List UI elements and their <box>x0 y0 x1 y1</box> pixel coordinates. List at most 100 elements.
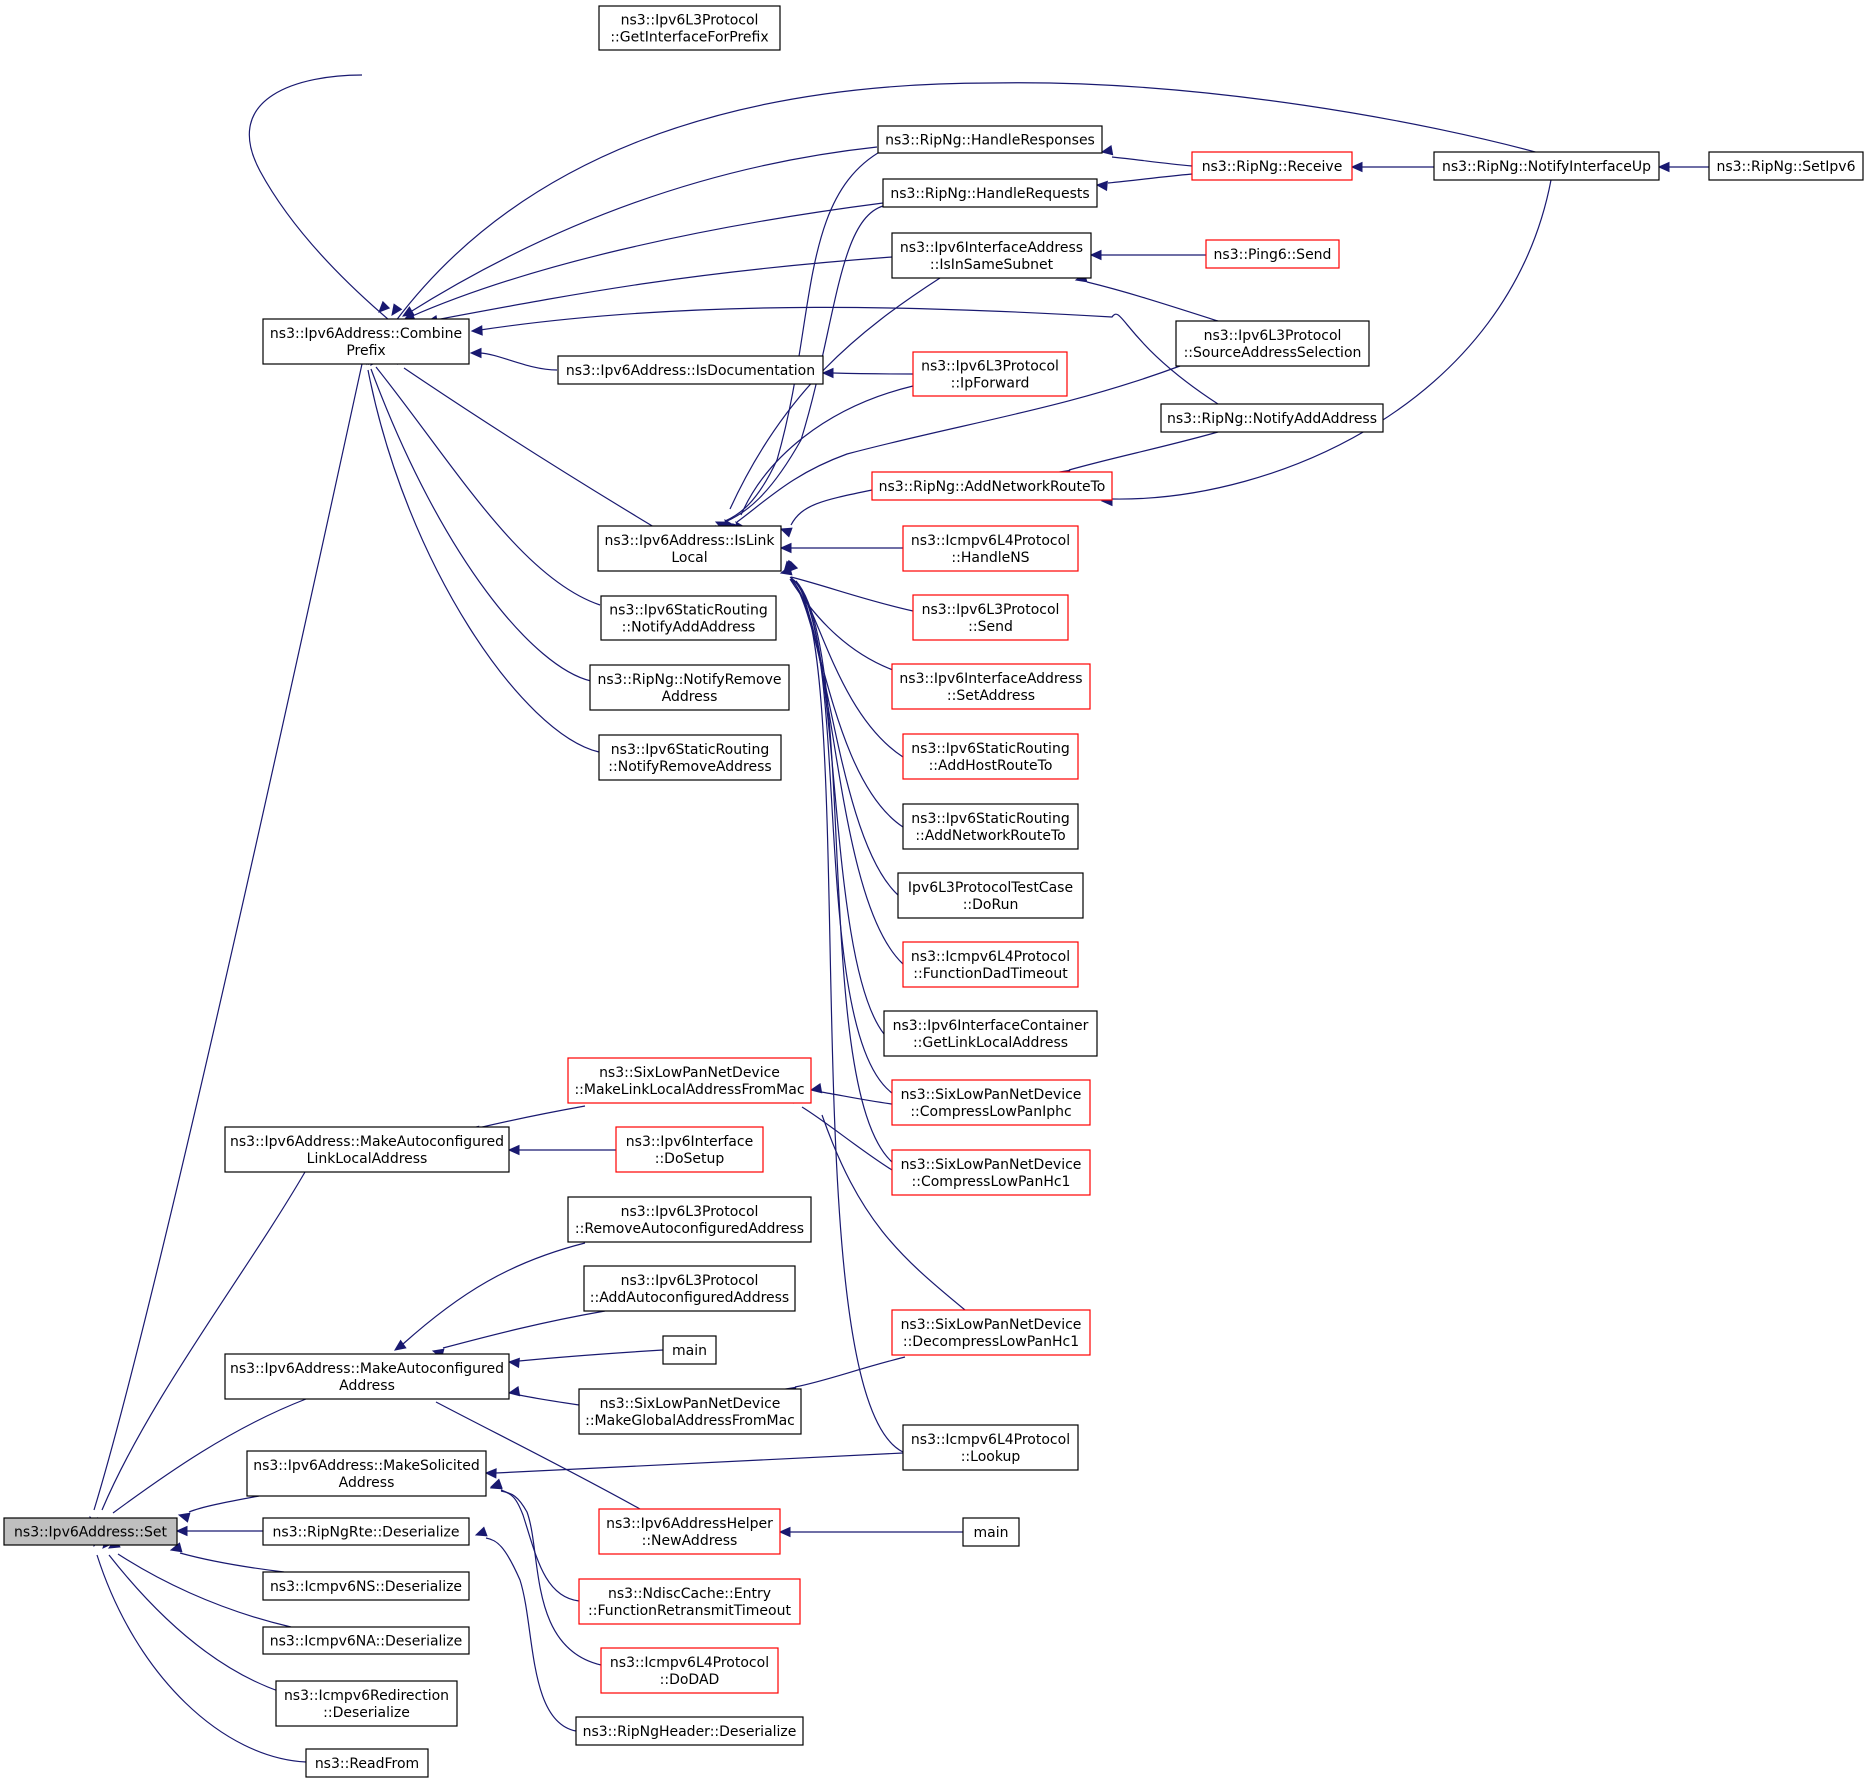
node-label: ns3::Icmpv6L4Protocol <box>911 1432 1070 1448</box>
node-label: ::NotifyAddAddress <box>622 620 756 636</box>
node-label: ns3::Ipv6StaticRouting <box>609 603 767 619</box>
call-edge <box>500 1489 580 1602</box>
node-box <box>902 525 1079 572</box>
node-decompress-hc1[interactable]: ns3::SixLowPanNetDevice::DecompressLowPa… <box>891 1309 1091 1356</box>
call-edge <box>729 277 941 510</box>
node-is-in-same-subnet[interactable]: ns3::Ipv6InterfaceAddress::IsInSameSubne… <box>891 232 1092 279</box>
edge-arrowhead <box>474 1526 488 1537</box>
node-label: ns3::Ipv6L3Protocol <box>921 359 1059 375</box>
node-test-do-run[interactable]: Ipv6L3ProtocolTestCase::DoRun <box>897 872 1084 919</box>
node-box <box>598 1508 781 1555</box>
call-edge <box>795 580 904 1453</box>
call-edge <box>93 363 363 1511</box>
node-handle-n-s[interactable]: ns3::Icmpv6L4Protocol::HandleNS <box>902 525 1079 572</box>
node-src-addr-sel[interactable]: ns3::Ipv6L3Protocol::SourceAddressSelect… <box>1175 320 1370 367</box>
edge-arrowhead <box>391 303 403 316</box>
call-edge <box>495 1452 904 1474</box>
node-label: ns3::Ipv6L3Protocol <box>1204 328 1342 344</box>
node-handle-requests[interactable]: ns3::RipNg::HandleRequests <box>882 178 1098 208</box>
node-make-auto-l-l[interactable]: ns3::Ipv6Address::MakeAutoconfiguredLink… <box>224 1126 510 1173</box>
node-add-network-route-to[interactable]: ns3::RipNg::AddNetworkRouteTo <box>871 471 1113 501</box>
node-set[interactable]: ns3::Ipv6Address::Set <box>3 1517 178 1546</box>
node-label: ns3::ReadFrom <box>315 1756 419 1772</box>
call-edge <box>790 489 873 526</box>
call-edge <box>801 1106 893 1171</box>
node-label: main <box>672 1343 707 1359</box>
node-read-from[interactable]: ns3::ReadFrom <box>305 1748 429 1778</box>
node-box <box>262 1517 470 1546</box>
node-label: ns3::Ipv6L3Protocol <box>922 602 1060 618</box>
node-label: ::AddAutoconfiguredAddress <box>590 1290 789 1306</box>
node-label: ns3::Icmpv6L4Protocol <box>610 1655 769 1671</box>
node-l3-send[interactable]: ns3::Ipv6L3Protocol::Send <box>912 594 1069 641</box>
node-box <box>962 1517 1020 1547</box>
node-box <box>598 734 782 781</box>
node-box <box>871 471 1113 501</box>
node-new-address[interactable]: ns3::Ipv6AddressHelper::NewAddress <box>598 1508 781 1555</box>
node-box <box>902 803 1079 850</box>
node-func-dad-timeout[interactable]: ns3::Icmpv6L4Protocol::FunctionDadTimeou… <box>902 941 1079 988</box>
node-ndisc-retransmit[interactable]: ns3::NdiscCache::Entry::FunctionRetransm… <box>578 1578 801 1625</box>
node-label: ns3::RipNg::NotifyRemove <box>597 672 781 688</box>
node-box <box>275 1680 458 1727</box>
call-edge <box>518 1394 580 1406</box>
node-rip-notify-add-address[interactable]: ns3::RipNg::NotifyAddAddress <box>1160 403 1384 433</box>
node-remove-auto[interactable]: ns3::Ipv6L3Protocol::RemoveAutoconfigure… <box>567 1196 812 1243</box>
node-label: LinkLocalAddress <box>307 1151 428 1167</box>
node-static-notify-add[interactable]: ns3::Ipv6StaticRouting::NotifyAddAddress <box>600 595 777 641</box>
node-label: ns3::RipNg::NotifyAddAddress <box>1167 411 1377 427</box>
node-ns-deser[interactable]: ns3::Icmpv6NS::Deserialize <box>262 1571 470 1601</box>
node-main1[interactable]: main <box>662 1335 717 1365</box>
call-edge <box>409 202 884 318</box>
edge-arrowhead <box>1095 180 1108 192</box>
node-label: ns3::SixLowPanNetDevice <box>901 1157 1082 1173</box>
node-is-documentation[interactable]: ns3::Ipv6Address::IsDocumentation <box>557 355 824 385</box>
call-edge <box>117 1553 292 1628</box>
node-label: Address <box>339 1475 395 1491</box>
call-edge <box>442 1310 606 1349</box>
node-redir-deser[interactable]: ns3::Icmpv6Redirection::Deserialize <box>275 1680 458 1727</box>
node-ping6-send[interactable]: ns3::Ping6::Send <box>1205 239 1340 269</box>
node-box <box>1708 151 1864 181</box>
edge-arrowhead <box>489 1479 503 1490</box>
node-label: ::DoDAD <box>660 1672 720 1688</box>
call-edge <box>789 578 894 671</box>
edge-arrowhead <box>507 1357 520 1369</box>
node-do-setup[interactable]: ns3::Ipv6Interface::DoSetup <box>615 1126 764 1173</box>
node-ip-forward[interactable]: ns3::Ipv6L3Protocol::IpForward <box>912 351 1068 397</box>
node-label: ::RemoveAutoconfiguredAddress <box>575 1221 804 1237</box>
node-receive[interactable]: ns3::RipNg::Receive <box>1191 151 1353 181</box>
node-add-host-route-to[interactable]: ns3::Ipv6StaticRouting::AddHostRouteTo <box>902 733 1079 780</box>
node-box <box>567 1057 812 1104</box>
node-rip-rte-deser[interactable]: ns3::RipNgRte::Deserialize <box>262 1517 470 1546</box>
node-label: ns3::Icmpv6NS::Deserialize <box>270 1579 462 1595</box>
node-compress-iphc[interactable]: ns3::SixLowPanNetDevice::CompressLowPanI… <box>891 1079 1091 1126</box>
node-label: ::Lookup <box>961 1449 1021 1465</box>
node-na-deser[interactable]: ns3::Icmpv6NA::Deserialize <box>262 1626 470 1655</box>
edge-arrowhead <box>378 300 391 313</box>
node-make-l-l-from-mac[interactable]: ns3::SixLowPanNetDevice::MakeLinkLocalAd… <box>567 1057 812 1104</box>
node-handle-responses[interactable]: ns3::RipNg::HandleResponses <box>877 125 1103 154</box>
node-static-add-net-route[interactable]: ns3::Ipv6StaticRouting::AddNetworkRouteT… <box>902 803 1079 850</box>
node-do-d-a-d[interactable]: ns3::Icmpv6L4Protocol::DoDAD <box>600 1647 779 1694</box>
node-static-notify-remove[interactable]: ns3::Ipv6StaticRouting::NotifyRemoveAddr… <box>598 734 782 781</box>
node-set-ipv6[interactable]: ns3::RipNg::SetIpv6 <box>1708 151 1864 181</box>
node-label: ::DecompressLowPanHc1 <box>903 1334 1079 1350</box>
node-set-address[interactable]: ns3::Ipv6InterfaceAddress::SetAddress <box>891 663 1091 710</box>
node-get-if-for-prefix[interactable]: ns3::Ipv6L3Protocol::GetInterfaceForPref… <box>598 5 781 51</box>
node-lookup[interactable]: ns3::Icmpv6L4Protocol::Lookup <box>902 1424 1079 1471</box>
node-rip-header-deser[interactable]: ns3::RipNgHeader::Deserialize <box>575 1716 804 1746</box>
node-make-global-from-mac[interactable]: ns3::SixLowPanNetDevice::MakeGlobalAddre… <box>578 1388 802 1435</box>
node-main2[interactable]: main <box>962 1517 1020 1547</box>
node-rip-notify-remove[interactable]: ns3::RipNg::NotifyRemoveAddress <box>589 664 790 711</box>
node-add-auto[interactable]: ns3::Ipv6L3Protocol::AddAutoconfiguredAd… <box>583 1265 796 1312</box>
call-edge <box>485 1537 577 1732</box>
node-make-auto[interactable]: ns3::Ipv6Address::MakeAutoconfiguredAddr… <box>224 1353 510 1400</box>
node-get-link-local[interactable]: ns3::Ipv6InterfaceContainer::GetLinkLoca… <box>883 1010 1098 1057</box>
node-compress-hc1[interactable]: ns3::SixLowPanNetDevice::CompressLowPanH… <box>891 1149 1091 1196</box>
node-notify-if-up[interactable]: ns3::RipNg::NotifyInterfaceUp <box>1433 151 1660 181</box>
edge-arrowhead <box>507 1385 521 1397</box>
